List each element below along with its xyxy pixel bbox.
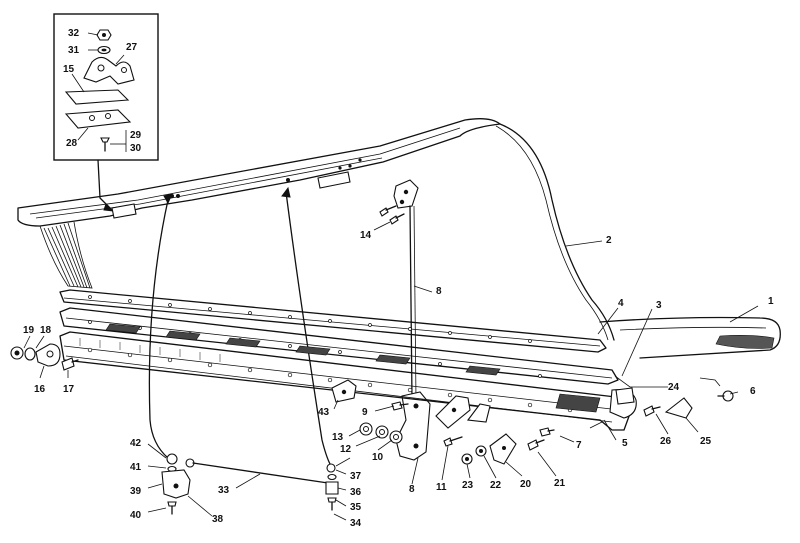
cable-fittings-left (161, 453, 195, 515)
callout-17: 17 (63, 384, 75, 395)
washer-icon (24, 347, 36, 361)
callout-29: 29 (130, 130, 142, 141)
callout-23: 23 (462, 480, 474, 491)
callout-18: 18 (40, 325, 52, 336)
stay-lower-bracket-icon (395, 391, 431, 461)
hinge-bracket-icon (83, 56, 135, 85)
hood-fabric-shading (39, 221, 93, 289)
screw-icon (167, 501, 177, 507)
callout-8-upper: 8 (436, 286, 442, 297)
callout-4: 4 (618, 298, 624, 309)
screw-icon (327, 497, 337, 503)
rail-upper (59, 289, 607, 353)
flat-panel-shading (715, 335, 775, 349)
callout-21: 21 (554, 478, 566, 489)
callout-31: 31 (68, 45, 80, 56)
packing-plate-icon (64, 89, 130, 105)
middle-small-parts (331, 379, 409, 444)
rail-clips (105, 323, 601, 413)
rail-lower (59, 331, 633, 431)
callout-11: 11 (436, 482, 447, 493)
callout-26: 26 (660, 436, 672, 447)
rail-holes (87, 295, 573, 413)
callout-9: 9 (362, 407, 368, 418)
callout-25: 25 (700, 436, 712, 447)
callout-1: 1 (768, 296, 774, 307)
frame-rails (59, 289, 637, 431)
inset-detail (53, 13, 159, 161)
rail-hatching (79, 338, 221, 362)
callout-13: 13 (332, 432, 344, 443)
hood-rail (17, 118, 501, 227)
callout-38: 38 (212, 514, 224, 525)
callout-19: 19 (23, 325, 35, 336)
cable-fittings-right (325, 463, 339, 511)
nut-icon (326, 463, 336, 473)
stay-bracket-assembly (379, 179, 431, 461)
callout-30: 30 (130, 143, 142, 154)
screw-icon (539, 427, 551, 437)
ferrule-icon (325, 481, 339, 495)
callout-20: 20 (520, 479, 532, 490)
callout-5: 5 (622, 438, 628, 449)
leader-lines (23, 32, 759, 521)
screw-icon (527, 439, 539, 451)
flat-panel-outline (599, 316, 781, 359)
callout-32: 32 (68, 28, 80, 39)
bolt-icon (61, 357, 75, 371)
hinge-link-icon (435, 395, 471, 429)
callout-16: 16 (34, 384, 46, 395)
callout-2: 2 (606, 235, 612, 246)
cable-left (148, 199, 169, 459)
callout-10: 10 (372, 452, 384, 463)
screw-icon (643, 405, 655, 417)
left-small-parts (10, 343, 79, 371)
cable-rod (192, 462, 329, 484)
callout-36: 36 (350, 487, 362, 498)
callout-24: 24 (668, 382, 680, 393)
callout-28: 28 (66, 138, 78, 149)
callout-7: 7 (576, 440, 582, 451)
hinge-link-icon (466, 403, 491, 423)
callout-6: 6 (750, 386, 756, 397)
callout-33: 33 (218, 485, 230, 496)
callout-40: 40 (130, 510, 142, 521)
right-small-parts (435, 387, 734, 465)
rail-bracket-icon (317, 171, 351, 189)
nut-icon (166, 453, 178, 465)
inset-leader-line (97, 159, 111, 209)
callout-43: 43 (318, 407, 330, 418)
callout-15: 15 (63, 64, 75, 75)
bracket-25-icon (664, 397, 693, 419)
stay-rod (409, 205, 413, 401)
block-24-icon (615, 387, 635, 405)
rail-middle (59, 307, 619, 385)
callout-39: 39 (130, 486, 142, 497)
screw-icon (100, 137, 110, 143)
callout-3: 3 (656, 300, 662, 311)
base-plate-icon (64, 109, 132, 129)
callout-22: 22 (490, 480, 502, 491)
bolt-icon (391, 401, 403, 411)
callout-labels: 1 2 3 4 5 6 7 8 8 9 10 11 12 13 14 15 16… (23, 28, 774, 529)
screw-icon (443, 437, 453, 447)
callout-8-lower: 8 (409, 484, 415, 495)
callout-34: 34 (350, 518, 362, 529)
callout-14: 14 (360, 230, 372, 241)
callout-42: 42 (130, 438, 142, 449)
flat-panel (599, 316, 781, 359)
rail-bracket-icon (111, 203, 137, 219)
hood-assembly (17, 118, 615, 341)
callout-12: 12 (340, 444, 352, 455)
callout-41: 41 (130, 462, 142, 473)
hood-edge (499, 123, 615, 341)
callout-35: 35 (350, 502, 362, 513)
washer-icon (327, 473, 337, 481)
callout-37: 37 (350, 471, 362, 482)
cable-right (285, 191, 331, 465)
callout-27: 27 (126, 42, 138, 53)
